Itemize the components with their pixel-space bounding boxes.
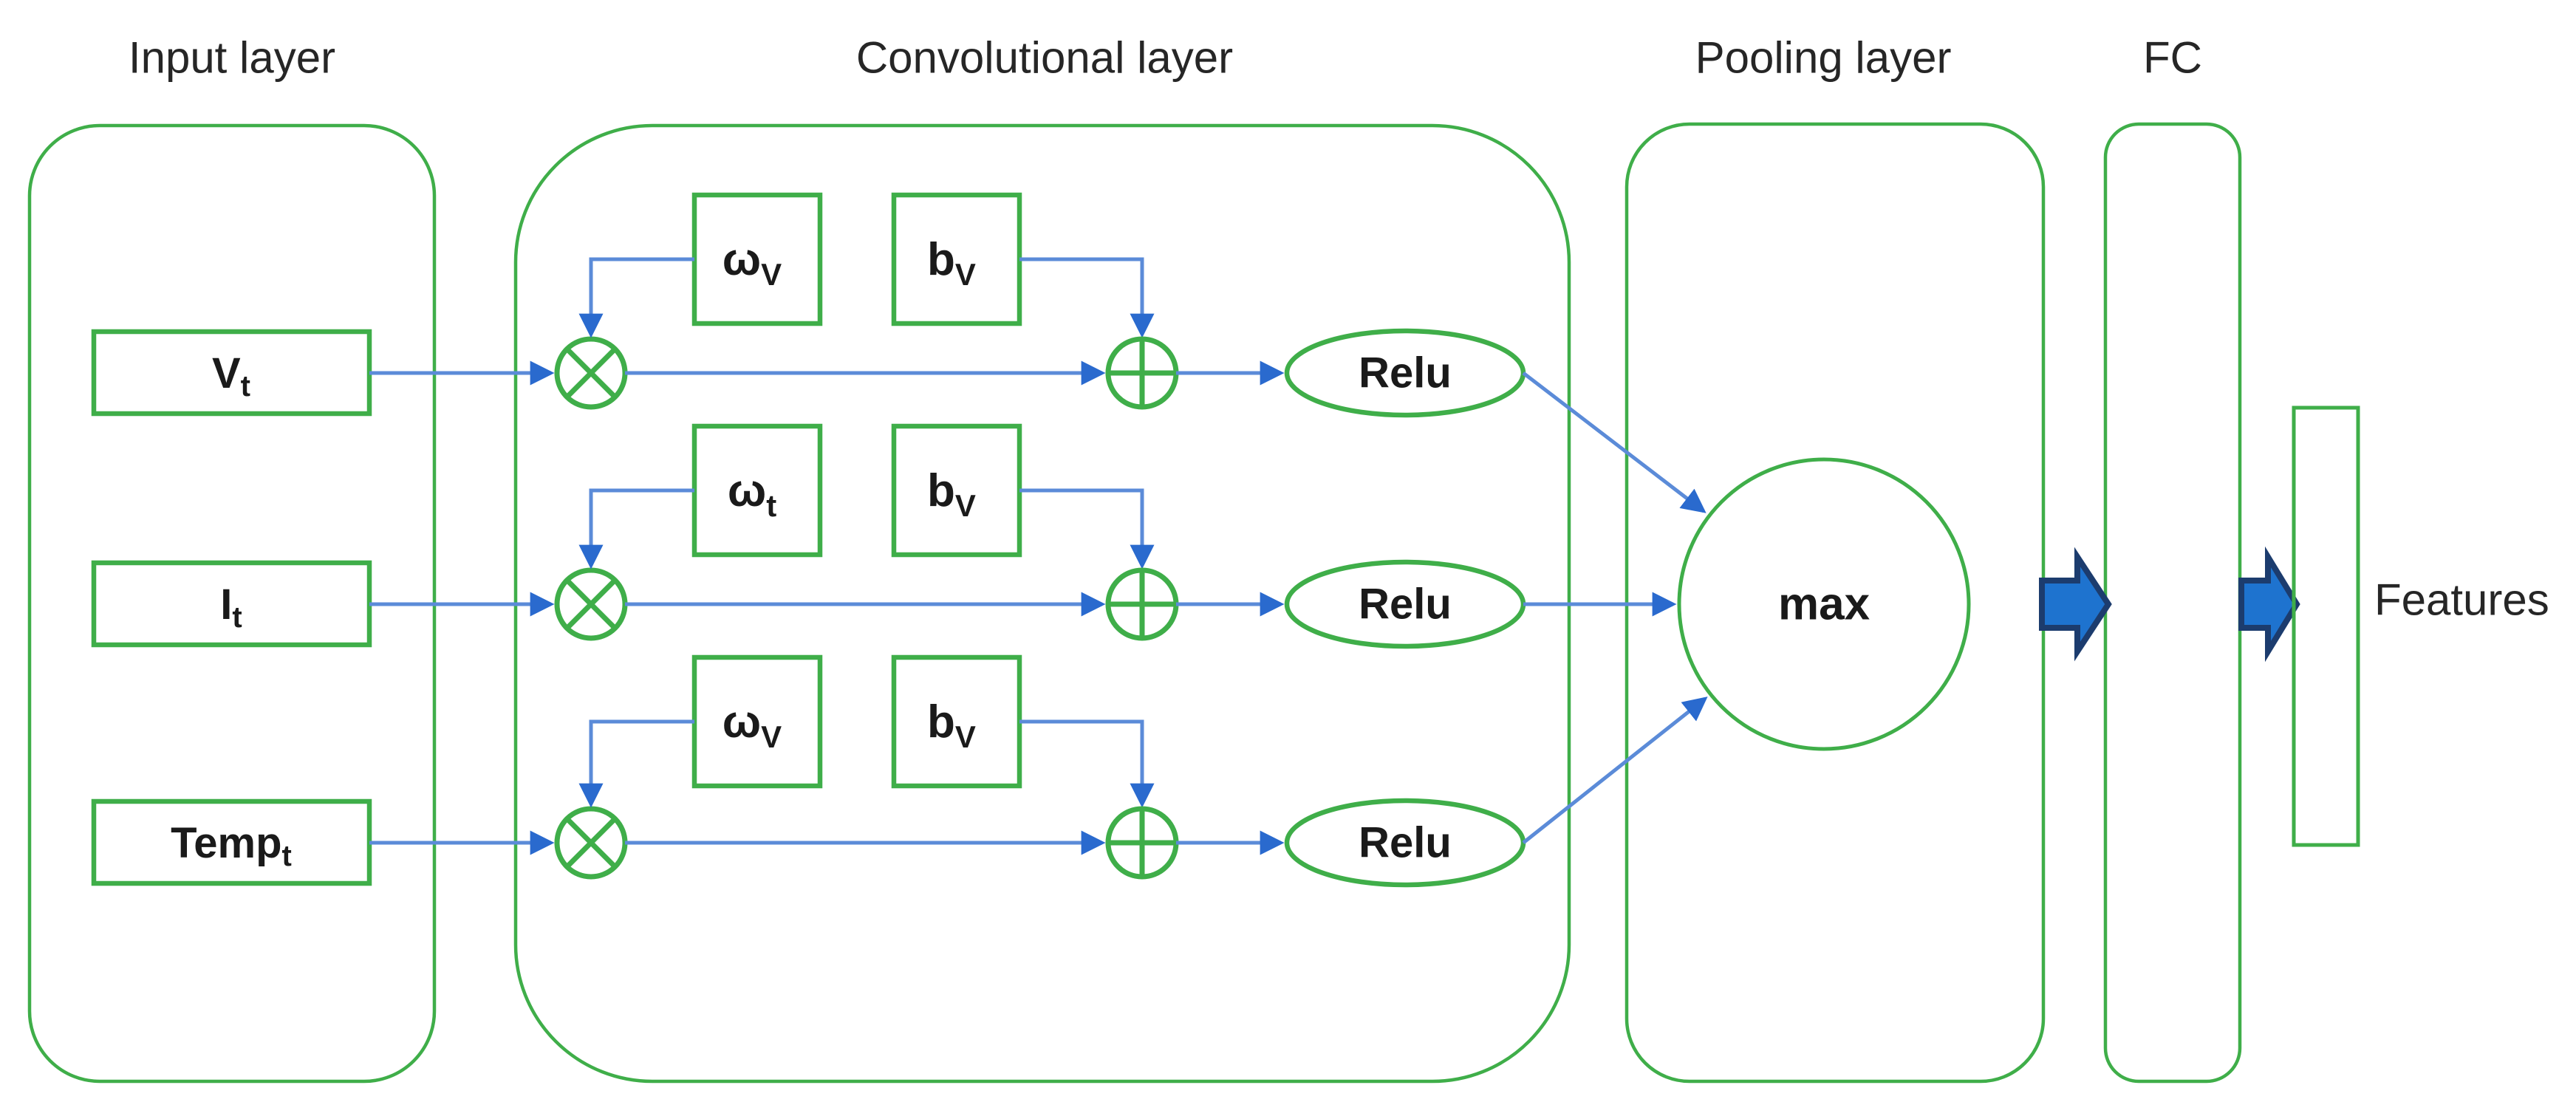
flow-weight-to-multiply-1 bbox=[578, 257, 694, 338]
pooling-layer-title: Pooling layer bbox=[1695, 33, 1952, 83]
features-vector bbox=[2292, 405, 2360, 847]
features-label: Features bbox=[2374, 575, 2549, 625]
add-node-3 bbox=[1105, 806, 1179, 880]
flow-bias-to-add-3 bbox=[1019, 719, 1155, 808]
relu-node-1-label: Relu bbox=[1359, 349, 1452, 397]
multiply-node-1 bbox=[554, 336, 628, 410]
multiply-node-2 bbox=[554, 567, 628, 641]
add-node-1 bbox=[1105, 336, 1179, 410]
bias-box-2-label: bV bbox=[927, 465, 976, 523]
multiply-node-3 bbox=[554, 806, 628, 880]
flow-weight-to-multiply-3 bbox=[578, 719, 694, 808]
flow-relu1-to-max bbox=[1522, 372, 1706, 513]
fc-layer-container bbox=[2103, 122, 2242, 1084]
input-box-vt-label: Vt bbox=[212, 349, 250, 403]
weight-box-2-label: ωt bbox=[728, 465, 776, 523]
weight-box-1-label: ωV bbox=[722, 234, 782, 292]
relu-node-2-label: Relu bbox=[1359, 581, 1452, 629]
weight-box-3-label: ωV bbox=[722, 697, 782, 754]
relu-node-3-label: Relu bbox=[1359, 819, 1452, 867]
fc-layer-title: FC bbox=[2143, 33, 2202, 83]
pooling-to-fc-arrow-icon bbox=[2039, 547, 2112, 662]
add-node-2 bbox=[1105, 567, 1179, 641]
fc-to-features-arrow-icon bbox=[2238, 546, 2300, 663]
input-layer-title: Input layer bbox=[129, 33, 335, 83]
bias-box-3-label: bV bbox=[927, 697, 976, 754]
flow-weight-to-multiply-2 bbox=[578, 488, 694, 569]
convolutional-layer-title: Convolutional layer bbox=[856, 33, 1233, 83]
max-pool-label: max bbox=[1778, 579, 1870, 630]
input-box-tempt-label: Tempt bbox=[171, 819, 292, 873]
flow-bias-to-add-1 bbox=[1019, 257, 1155, 338]
bias-box-1-label: bV bbox=[927, 234, 976, 292]
max-pool-node bbox=[1677, 457, 1971, 751]
flow-bias-to-add-2 bbox=[1019, 488, 1155, 569]
flow-relu3-to-max bbox=[1522, 697, 1708, 844]
input-box-it-label: It bbox=[220, 581, 242, 634]
